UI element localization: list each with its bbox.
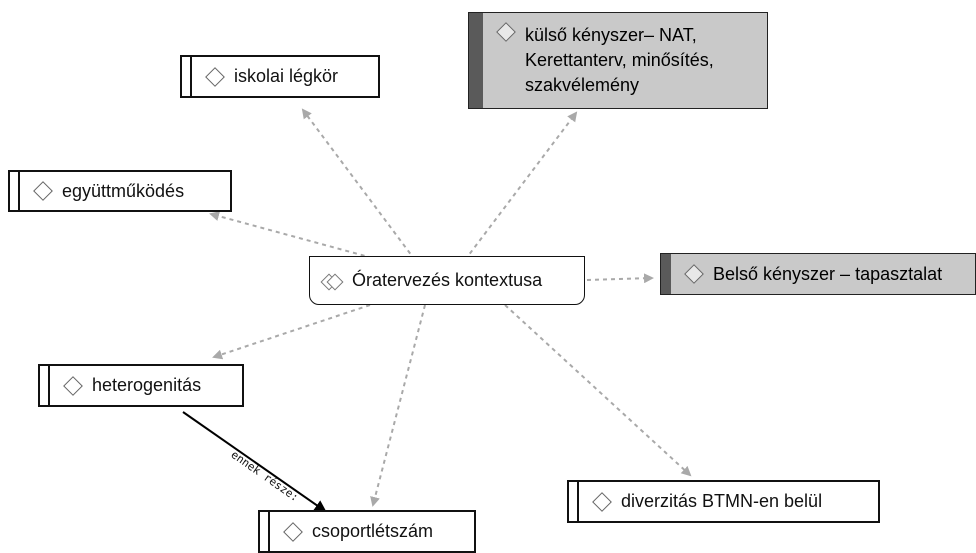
double-diamond-icon	[320, 273, 345, 292]
node-heterogenitas[interactable]: heterogenitás	[38, 364, 244, 407]
node-label: diverzitás BTMN-en belül	[621, 491, 823, 511]
diamond-icon	[33, 181, 53, 201]
node-egyuttmukodes[interactable]: együttműködés	[8, 170, 232, 212]
link-csoport	[370, 304, 426, 507]
diamond-icon	[592, 491, 612, 512]
central-topic-node[interactable]: Óratervezés kontextusa	[309, 256, 585, 305]
node-label: csoportlétszám	[312, 521, 434, 541]
diamond-icon	[205, 66, 225, 87]
diamond-icon	[63, 375, 83, 396]
node-diverzitas[interactable]: diverzitás BTMN-en belül	[567, 480, 880, 523]
link-belso	[586, 273, 654, 284]
link-diverz	[504, 304, 692, 477]
diamond-icon	[283, 521, 303, 542]
node-label: heterogenitás	[92, 375, 202, 395]
link-egyutt	[209, 211, 381, 261]
node-belso-kenyszer[interactable]: Belső kényszer – tapasztalat	[660, 253, 976, 295]
link-hetero-csoport	[182, 411, 327, 513]
node-kulso-kenyszer[interactable]: külső kényszer– NAT, Kerettanterv, minős…	[468, 12, 768, 109]
link-hetero	[212, 304, 371, 360]
node-label: együttműködés	[62, 180, 185, 201]
diamond-icon	[496, 22, 516, 42]
node-label: külső kényszer– NAT, Kerettanterv, minős…	[525, 25, 714, 95]
link-kulso	[464, 111, 578, 261]
diamond-icon	[684, 264, 704, 284]
link-iskolai	[301, 108, 416, 261]
node-cap	[309, 256, 585, 262]
node-csoportletszam[interactable]: csoportlétszám	[258, 510, 476, 553]
node-iskolai-legkor[interactable]: iskolai légkör	[180, 55, 380, 98]
node-label: iskolai légkör	[234, 66, 339, 86]
central-topic-label: Óratervezés kontextusa	[352, 270, 543, 290]
node-label: Belső kényszer – tapasztalat	[713, 263, 943, 284]
